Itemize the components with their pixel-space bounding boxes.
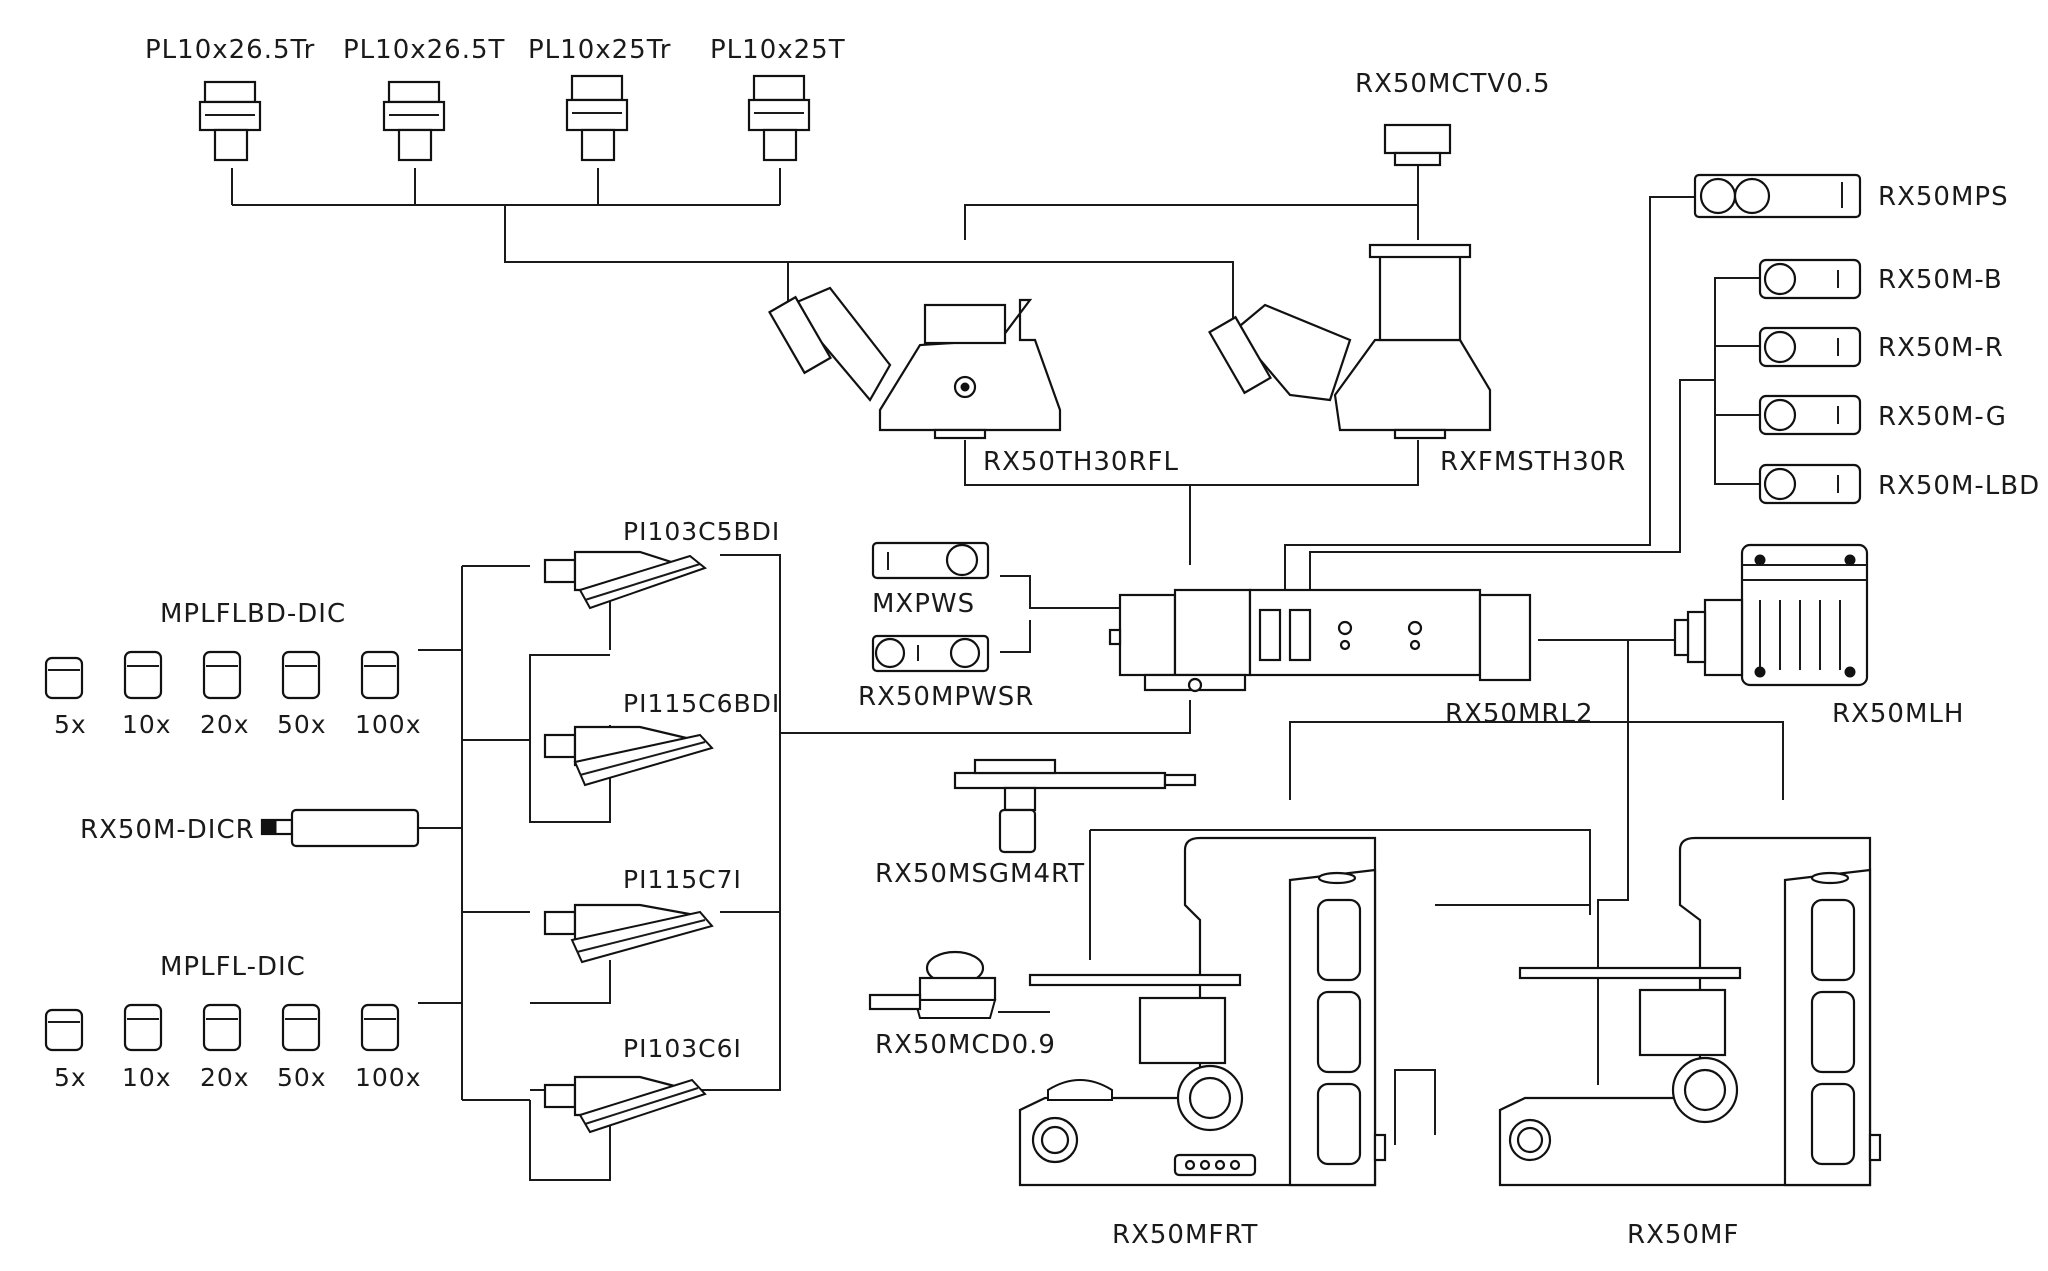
mag-label: 5x bbox=[54, 710, 87, 739]
mxpws-slider: MXPWS bbox=[871, 541, 990, 619]
stand-label: RX50MFRT bbox=[1112, 1220, 1258, 1250]
objective-icon bbox=[281, 1003, 321, 1052]
nosepiece-label: PI103C5BDI bbox=[623, 517, 780, 546]
nosepiece-list: PI103C5BDI PI115C6BDI PI115C7I PI103C6I bbox=[543, 517, 780, 1134]
lamp-house: RX50MLH bbox=[1673, 543, 1964, 729]
filter-cube-icon bbox=[1758, 463, 1862, 505]
filter-cube-icon bbox=[1758, 394, 1862, 436]
eyepiece-icon bbox=[747, 74, 811, 162]
objective-icon bbox=[360, 1003, 400, 1052]
dic-slider: RX50M-DICR bbox=[80, 808, 420, 848]
objective-icon bbox=[281, 650, 321, 700]
filter-cube-label: RX50M-LBD bbox=[1878, 471, 2040, 501]
filter-cube-list: RX50M-B RX50M-R RX50M-G RX50M-LBD bbox=[1758, 258, 2040, 505]
mag-label: 100x bbox=[355, 1063, 422, 1092]
mag-label: 5x bbox=[54, 1063, 87, 1092]
objective-icon bbox=[123, 650, 163, 700]
head-label: RX50TH30RFL bbox=[983, 447, 1179, 477]
stage-icon: RX50MSGM4RT bbox=[875, 758, 1197, 889]
dic-slider-label: RX50M-DICR bbox=[80, 815, 255, 845]
objective-set-label: MPLFL-DIC bbox=[160, 952, 306, 982]
camera-adapter-label: RX50MCTV0.5 bbox=[1355, 69, 1551, 99]
eyepiece-label: PL10x26.5Tr bbox=[145, 35, 315, 65]
mag-label: 20x bbox=[200, 1063, 250, 1092]
rx50mpwsr-slider: RX50MPWSR bbox=[858, 634, 1034, 712]
objective-icon bbox=[360, 650, 400, 700]
trinocular-head-2: RXFMSTH30R bbox=[1208, 243, 1626, 477]
eyepiece-label: PL10x25T bbox=[710, 35, 846, 65]
filter-cube-icon bbox=[1758, 258, 1862, 300]
objective-icon bbox=[202, 650, 242, 700]
nosepiece-icon bbox=[543, 725, 714, 787]
camera-adapter: RX50MCTV0.5 bbox=[1355, 69, 1551, 167]
eyepiece-icon bbox=[382, 80, 446, 162]
mag-label: 50x bbox=[277, 710, 327, 739]
filter-cube-label: RX50M-G bbox=[1878, 402, 2007, 432]
nosepiece-icon bbox=[543, 550, 708, 610]
filter-cube-icon bbox=[1758, 326, 1862, 368]
eyepiece-group: PL10x26.5Tr PL10x26.5T PL10x25Tr PL10x25… bbox=[145, 35, 846, 162]
stand-label: RX50MF bbox=[1627, 1220, 1739, 1250]
stage-label: RX50MSGM4RT bbox=[875, 859, 1085, 889]
nosepiece-label: PI115C7I bbox=[623, 865, 742, 894]
filter-cube-label: RX50M-R bbox=[1878, 333, 2004, 363]
head-label: RXFMSTH30R bbox=[1440, 447, 1626, 477]
slider-label: RX50MPWSR bbox=[858, 682, 1034, 712]
mag-label: 20x bbox=[200, 710, 250, 739]
mag-label: 10x bbox=[122, 710, 172, 739]
condenser-icon: RX50MCD0.9 bbox=[868, 950, 1056, 1060]
connection-lines bbox=[231, 165, 1784, 1181]
objective-icon bbox=[202, 1003, 242, 1052]
polarizer-label: RX50MPS bbox=[1878, 182, 2009, 212]
objective-set-label: MPLFLBD-DIC bbox=[160, 599, 346, 629]
mag-label: 50x bbox=[277, 1063, 327, 1092]
objective-icon bbox=[44, 656, 84, 700]
eyepiece-label: PL10x25Tr bbox=[528, 35, 671, 65]
mag-label: 10x bbox=[122, 1063, 172, 1092]
mag-label: 100x bbox=[355, 710, 422, 739]
polarizer-slider: RX50MPS bbox=[1693, 173, 2009, 219]
objective-set-2: MPLFL-DIC 5x 10x 20x 50x 100x bbox=[44, 952, 422, 1092]
eyepiece-icon bbox=[565, 74, 629, 162]
objective-icon bbox=[44, 1008, 84, 1052]
stand-rx50mf: RX50MF bbox=[1498, 836, 1882, 1250]
trinocular-head-1: RX50TH30RFL bbox=[768, 286, 1179, 477]
eyepiece-icon bbox=[198, 80, 262, 162]
reflector-module: RX50MRL2 bbox=[1108, 588, 1594, 729]
condenser-label: RX50MCD0.9 bbox=[875, 1030, 1056, 1060]
nosepiece-label: PI103C6I bbox=[623, 1034, 742, 1063]
stand-rx50mfrt: RX50MFRT bbox=[1018, 836, 1387, 1250]
nosepiece-label: PI115C6BDI bbox=[623, 689, 780, 718]
objective-set-1: MPLFLBD-DIC 5x 10x 20x 50x 100x bbox=[44, 599, 422, 739]
nosepiece-icon bbox=[543, 903, 714, 964]
nosepiece-icon bbox=[543, 1075, 707, 1134]
eyepiece-label: PL10x26.5T bbox=[343, 35, 505, 65]
filter-cube-label: RX50M-B bbox=[1878, 265, 2003, 295]
slider-label: MXPWS bbox=[872, 589, 975, 619]
objective-icon bbox=[123, 1003, 163, 1052]
lamp-house-label: RX50MLH bbox=[1832, 699, 1964, 729]
reflector-label: RX50MRL2 bbox=[1445, 699, 1594, 729]
